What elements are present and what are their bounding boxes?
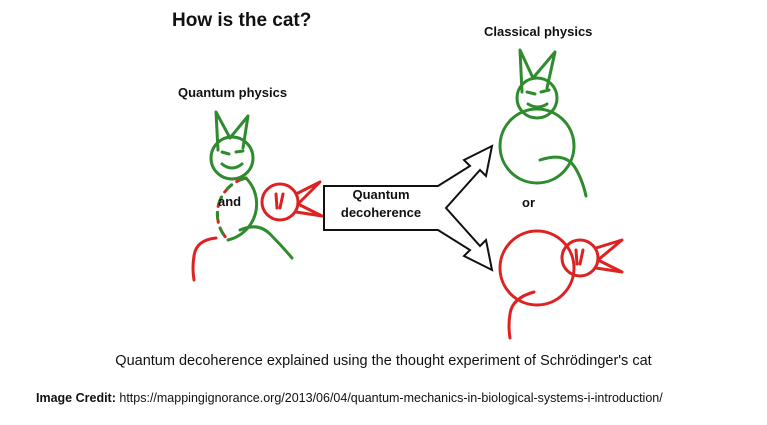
diagram-artwork [191, 48, 624, 340]
dead-tail-left [191, 236, 218, 282]
alive-tail-left [238, 225, 294, 260]
figure-caption: Quantum decoherence explained using the … [115, 353, 652, 369]
decoherence-diagram: How is the cat? [172, 10, 624, 340]
decoherence-arrow [323, 144, 494, 272]
diagram-title: How is the cat? [172, 10, 312, 31]
dead-cat-head-left [260, 180, 324, 222]
decoherence-label-line1: Quantum [352, 187, 410, 202]
dead-cat-classical [498, 229, 624, 340]
decoherence-label: Quantum decoherence [326, 186, 436, 222]
classical-physics-label: Classical physics [484, 24, 593, 39]
and-label: and [218, 194, 242, 209]
quantum-physics-label: Quantum physics [178, 85, 288, 100]
superposed-cat [191, 110, 324, 282]
image-credit: Image Credit: https://mappingignorance.o… [36, 391, 663, 405]
or-label: or [522, 195, 535, 210]
mixed-body-green-2 [215, 176, 248, 242]
image-credit-url[interactable]: https://mappingignorance.org/2013/06/04/… [119, 391, 663, 405]
mixed-body-green [226, 176, 259, 242]
alive-cat-classical [498, 48, 588, 198]
alive-cat-head-left [209, 110, 255, 181]
decoherence-label-line2: decoherence [340, 205, 422, 220]
image-credit-label: Image Credit: [36, 391, 116, 405]
